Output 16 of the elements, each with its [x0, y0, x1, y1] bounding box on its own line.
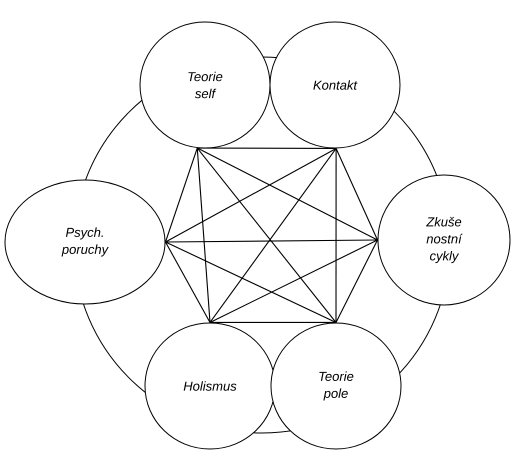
connector-line: [335, 148, 337, 322]
connector-line: [164, 148, 198, 242]
connector-line: [336, 240, 378, 323]
node-label: Holismus: [184, 381, 236, 391]
connector-line: [166, 239, 378, 243]
connector-line: [165, 148, 336, 242]
connector-line: [165, 242, 336, 323]
connector-line: [197, 148, 378, 240]
node-label: Teorie pole: [319, 371, 354, 401]
connector-line: [197, 148, 336, 150]
connector-line: [196, 148, 211, 323]
connector-line: [210, 322, 336, 324]
connector-line: [210, 240, 378, 323]
connector-line: [336, 148, 378, 240]
node-label: Zkuše nostní cykly: [426, 216, 463, 264]
connector-line: [165, 242, 210, 323]
